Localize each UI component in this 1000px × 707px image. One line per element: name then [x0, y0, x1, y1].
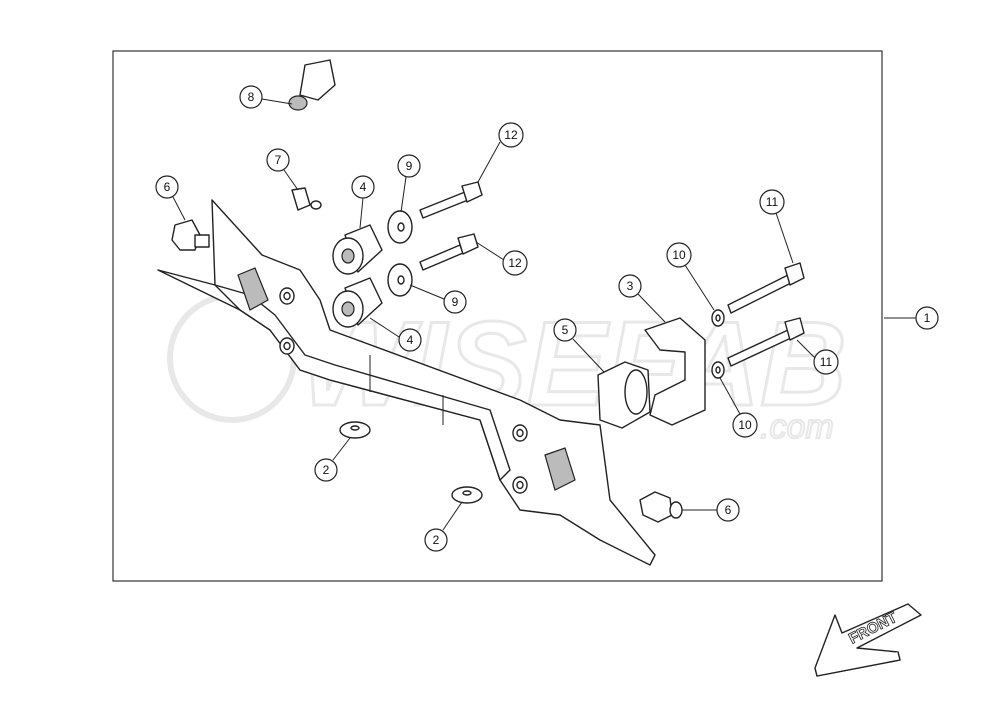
svg-text:3: 3 [627, 279, 634, 293]
svg-text:10: 10 [738, 418, 752, 432]
callout-5: 5 [553, 318, 577, 342]
svg-text:9: 9 [406, 159, 413, 173]
part-2-washer-b [451, 486, 483, 504]
part-6-bolt-a [171, 219, 210, 251]
svg-text:8: 8 [248, 90, 255, 104]
crossmember-bracket [157, 199, 656, 566]
callout-6: 6 [716, 498, 740, 522]
svg-text:6: 6 [725, 503, 732, 517]
part-12-bolt-a [419, 181, 483, 219]
svg-text:7: 7 [275, 153, 282, 167]
front-direction-arrow: FRONT [814, 603, 922, 677]
callout-4: 4 [398, 328, 422, 352]
svg-text:5: 5 [562, 323, 569, 337]
callout-8: 8 [239, 85, 263, 109]
part-4-bushing-b [332, 277, 383, 328]
svg-text:1: 1 [924, 311, 931, 325]
callout-11: 11 [759, 189, 785, 215]
part-11-bolt-a [727, 262, 805, 314]
callout-10: 10 [666, 242, 692, 268]
assembly-frame [112, 50, 883, 582]
callout-2: 2 [424, 528, 448, 552]
svg-text:11: 11 [820, 355, 833, 369]
part-9-washer-b [387, 263, 413, 297]
callout-6: 6 [155, 175, 179, 199]
svg-text:6: 6 [164, 180, 171, 194]
part-4-bushing-a [332, 224, 383, 275]
part-3-clamp [644, 317, 706, 426]
part-2-washer-a [339, 421, 371, 439]
svg-text:4: 4 [360, 180, 367, 194]
svg-text:11: 11 [766, 195, 779, 209]
callout-12: 12 [502, 250, 528, 276]
part-7-fitting [291, 187, 322, 211]
svg-text:12: 12 [508, 256, 522, 270]
part-6-bolt-b [639, 491, 683, 523]
callout-7: 7 [266, 148, 290, 172]
callout-11: 11 [813, 349, 839, 375]
part-9-washer-a [387, 210, 413, 244]
svg-text:12: 12 [504, 128, 518, 142]
svg-text:4: 4 [407, 333, 414, 347]
part-10-washer-a [711, 309, 725, 327]
part-5-sway-bushing [597, 361, 651, 429]
callout-10: 10 [732, 412, 758, 438]
svg-text:9: 9 [452, 295, 459, 309]
leader-lines [172, 98, 916, 531]
callout-9: 9 [397, 154, 421, 178]
part-8-fitting [288, 59, 336, 111]
svg-text:10: 10 [672, 248, 686, 262]
part-10-washer-b [711, 361, 725, 379]
part-12-bolt-b [419, 233, 479, 271]
svg-text:2: 2 [323, 463, 330, 477]
watermark-suffix: .com [760, 408, 834, 446]
callout-2: 2 [314, 458, 338, 482]
callout-9: 9 [443, 290, 467, 314]
part-11-bolt-b [727, 317, 805, 367]
callout-4: 4 [351, 175, 375, 199]
callout-1: 1 [915, 306, 939, 330]
callout-12: 12 [498, 122, 524, 148]
svg-text:2: 2 [433, 533, 440, 547]
callout-3: 3 [618, 274, 642, 298]
